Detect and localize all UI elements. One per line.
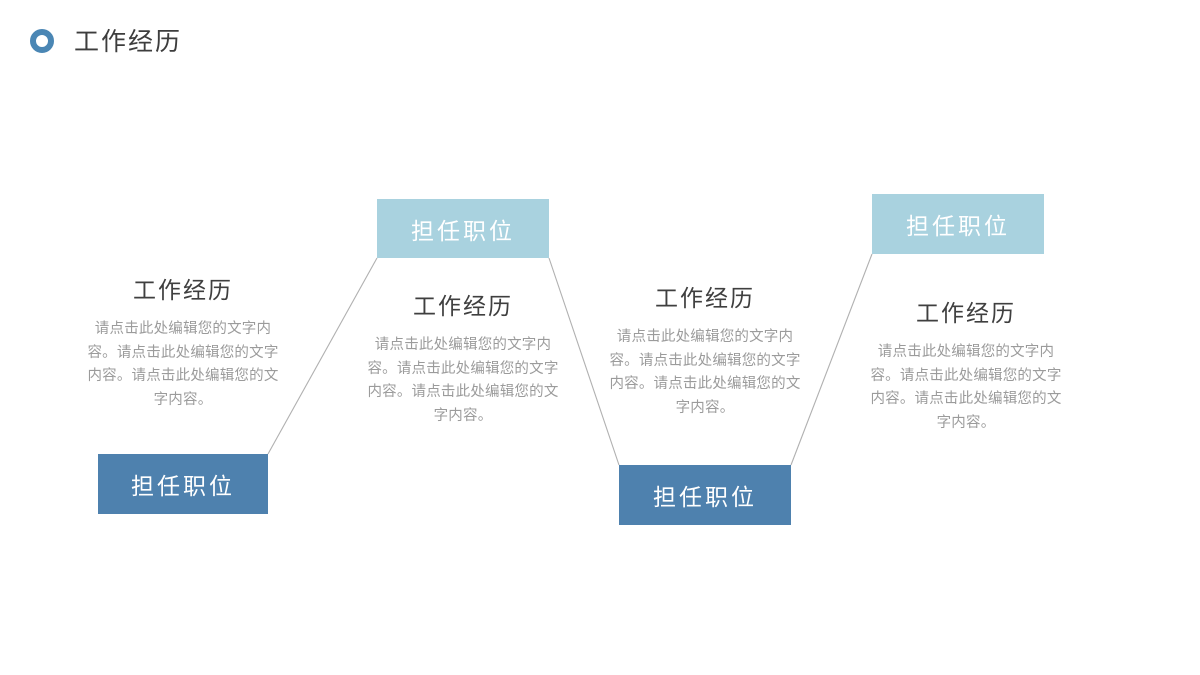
- role-box-2[interactable]: 担任职位: [377, 199, 549, 258]
- experience-column-2-title: 工作经历: [413, 294, 513, 319]
- experience-column-4-body: 请点击此处编辑您的文字内容。请点击此处编辑您的文字内容。请点击此处编辑您的文字内…: [870, 344, 1062, 431]
- role-box-2-label: 担任职位: [411, 218, 515, 244]
- role-box-4[interactable]: 担任职位: [872, 194, 1044, 254]
- connector-1-2: [267, 257, 378, 455]
- experience-column-2-body: 请点击此处编辑您的文字内容。请点击此处编辑您的文字内容。请点击此处编辑您的文字内…: [367, 337, 559, 424]
- experience-column-4: 工作经历 请点击此处编辑您的文字内容。请点击此处编辑您的文字内容。请点击此处编辑…: [866, 301, 1066, 435]
- slide-header: 工作经历: [30, 22, 182, 62]
- role-box-3-label: 担任职位: [653, 485, 757, 510]
- ring-bullet-icon: [30, 29, 56, 55]
- experience-column-1-title: 工作经历: [133, 278, 233, 303]
- role-box-3[interactable]: 担任职位: [619, 465, 791, 525]
- experience-column-2: 工作经历 请点击此处编辑您的文字内容。请点击此处编辑您的文字内容。请点击此处编辑…: [363, 294, 563, 428]
- page-title: 工作经历: [74, 28, 183, 56]
- experience-column-1-body: 请点击此处编辑您的文字内容。请点击此处编辑您的文字内容。请点击此处编辑您的文字内…: [87, 321, 279, 408]
- experience-column-4-title: 工作经历: [916, 301, 1016, 326]
- role-box-1-label: 担任职位: [131, 474, 235, 499]
- experience-column-1: 工作经历 请点击此处编辑您的文字内容。请点击此处编辑您的文字内容。请点击此处编辑…: [83, 278, 283, 412]
- experience-column-3-title: 工作经历: [655, 286, 755, 311]
- role-box-1[interactable]: 担任职位: [98, 454, 268, 514]
- role-box-4-label: 担任职位: [906, 214, 1010, 239]
- experience-column-3-body: 请点击此处编辑您的文字内容。请点击此处编辑您的文字内容。请点击此处编辑您的文字内…: [609, 329, 801, 416]
- experience-column-3: 工作经历 请点击此处编辑您的文字内容。请点击此处编辑您的文字内容。请点击此处编辑…: [605, 286, 805, 420]
